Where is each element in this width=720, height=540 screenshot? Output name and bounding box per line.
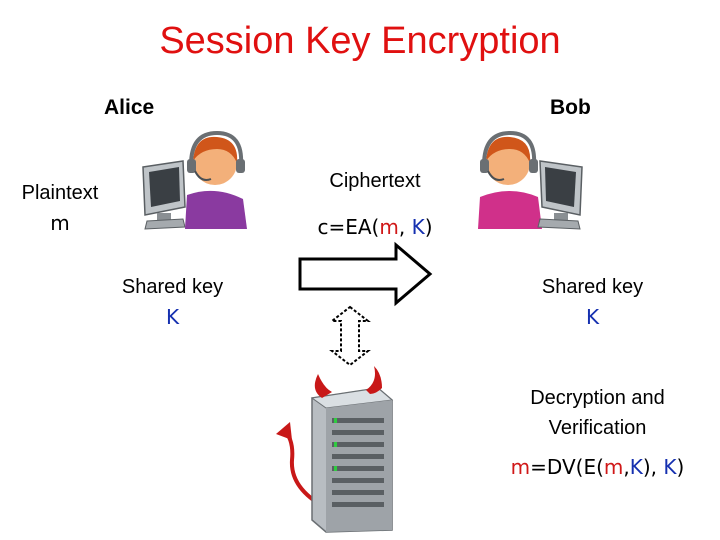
formula-prefix: c=EA( (317, 215, 380, 239)
page-title: Session Key Encryption (159, 20, 561, 62)
bob-shared-key: Shared key K (520, 272, 665, 332)
formula-sep: , (398, 215, 412, 239)
bob-user-icon (478, 130, 583, 230)
bob-shared-key-label: Shared key (541, 276, 644, 298)
recovery-k2: K (663, 455, 677, 479)
plaintext-var: m (50, 211, 70, 235)
decryption-line1: Decryption and (530, 387, 665, 409)
recovery-m: m (603, 455, 624, 479)
devil-server-icon (276, 366, 394, 533)
alice-user-icon (142, 130, 247, 230)
recovery-formula: m=DV(E(m,K), K) (500, 452, 695, 482)
recovery-m-out: m (510, 455, 531, 479)
recovery-comma: , (623, 455, 630, 479)
alice-shared-key-var: K (165, 305, 180, 329)
formula-k: K (411, 215, 425, 239)
decryption-line2: Verification (548, 417, 647, 439)
transmission-arrow (298, 241, 433, 307)
alice-shared-key: Shared key K (100, 272, 245, 332)
bob-shared-key-var: K (585, 305, 600, 329)
decryption-label: Decryption and Verification (505, 383, 690, 443)
eavesdrop-arrow (329, 305, 371, 367)
plaintext-text: Plaintext (21, 182, 99, 204)
alice-name: Alice (104, 96, 155, 119)
alice-shared-key-label: Shared key (121, 276, 224, 298)
recovery-k1: K (629, 455, 643, 479)
recovery-suffix: ) (676, 455, 685, 479)
ciphertext-formula: c=EA(m, K) (290, 212, 460, 242)
recovery-mid: =DV(E( (530, 455, 604, 479)
bob-name: Bob (550, 96, 591, 119)
recovery-mid2: ), (642, 455, 664, 479)
formula-suffix: ) (424, 215, 433, 239)
ciphertext-label: Ciphertext (329, 170, 421, 192)
formula-m: m (379, 215, 399, 239)
plaintext-label: Plaintext m (5, 178, 115, 238)
